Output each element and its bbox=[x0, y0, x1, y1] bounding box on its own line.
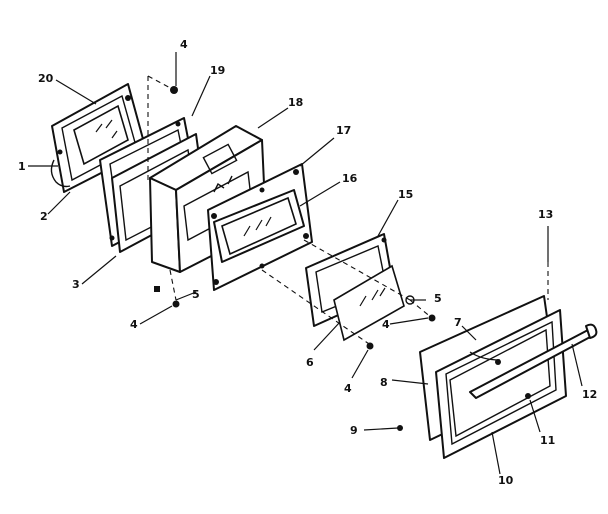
middle-glass bbox=[333, 264, 405, 342]
callout-18: 18 bbox=[288, 96, 303, 109]
callout-11: 11 bbox=[540, 434, 555, 447]
callout-4-left: 4 bbox=[130, 318, 138, 331]
callout-1: 1 bbox=[18, 160, 26, 173]
callout-9: 9 bbox=[350, 424, 358, 437]
callout-13: 13 bbox=[538, 208, 553, 221]
screw-lower-left bbox=[397, 425, 403, 431]
leader-lines bbox=[28, 52, 583, 475]
callout-4-top: 4 bbox=[180, 38, 188, 51]
callout-8: 8 bbox=[380, 376, 388, 389]
callout-5-left: 5 bbox=[192, 288, 200, 301]
screw-left bbox=[139, 300, 180, 325]
callout-4-bottom: 4 bbox=[344, 382, 352, 395]
callout-12: 12 bbox=[582, 388, 597, 401]
callout-10: 10 bbox=[498, 474, 514, 487]
callout-19: 19 bbox=[210, 64, 225, 77]
screw-bottom bbox=[366, 342, 374, 350]
callout-16: 16 bbox=[342, 172, 358, 185]
clip-left bbox=[154, 286, 160, 292]
door-handle bbox=[469, 323, 598, 399]
alignment-lines bbox=[147, 75, 549, 347]
callout-3: 3 bbox=[72, 278, 80, 291]
callout-20: 20 bbox=[38, 72, 54, 85]
callout-4-mid: 4 bbox=[382, 318, 390, 331]
callout-7: 7 bbox=[454, 316, 462, 329]
inner-window-glass bbox=[213, 189, 305, 263]
callout-6: 6 bbox=[306, 356, 314, 369]
callout-15: 15 bbox=[398, 188, 413, 201]
inner-door-liner bbox=[50, 83, 147, 193]
callout-17: 17 bbox=[336, 124, 351, 137]
callout-2: 2 bbox=[40, 210, 48, 223]
callout-5-right: 5 bbox=[434, 292, 442, 305]
